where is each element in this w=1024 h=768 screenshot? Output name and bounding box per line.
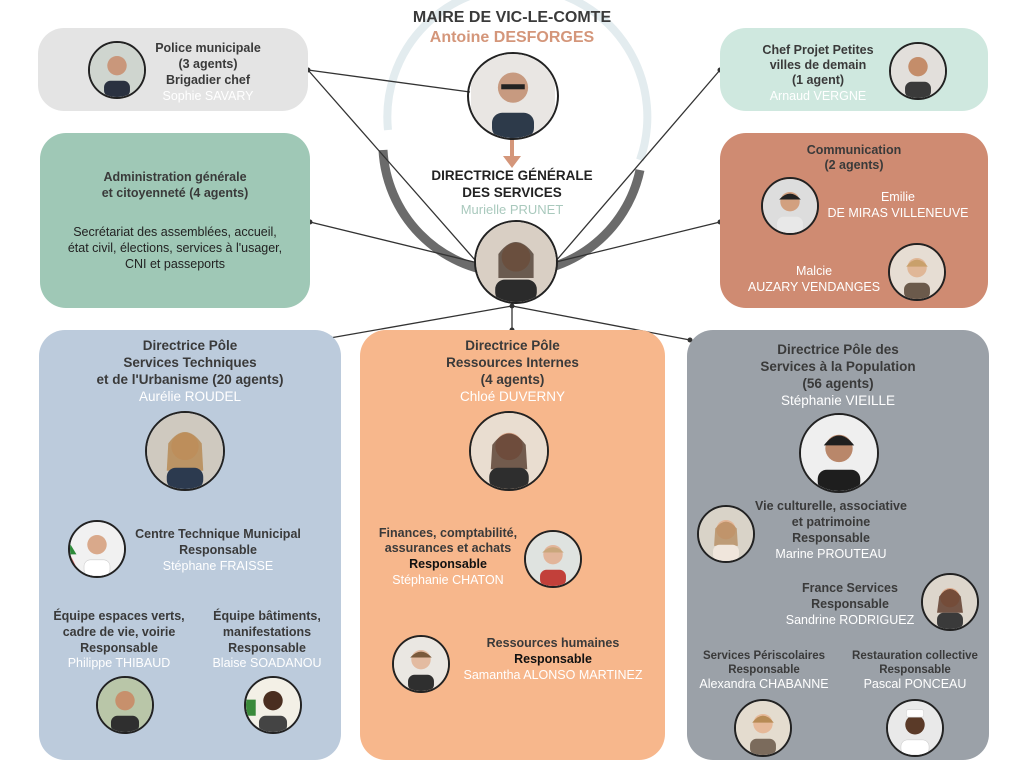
vc-line1: Vie culturelle, associative (755, 499, 907, 513)
sp-name: Alexandra CHABANNE (699, 677, 829, 691)
bat-name: Blaise SOADANOU (212, 656, 322, 670)
pop-line1: Directrice Pôle des (777, 342, 899, 357)
vc-photo (697, 505, 755, 563)
ri-photo (469, 411, 549, 491)
pop-line3: (56 agents) (802, 376, 874, 391)
police-name: Sophie SAVARY (162, 89, 254, 103)
ri-line1: Directrice Pôle (465, 338, 560, 353)
comm-person1-line2: DE MIRAS VILLENEUVE (827, 206, 969, 220)
dgs-title-line2: DES SERVICES (462, 185, 562, 200)
mayor-title: MAIRE DE VIC-LE-COMTE (412, 9, 612, 26)
sp-title: Services Périscolaires (702, 650, 826, 662)
bat-role: Responsable (228, 641, 306, 655)
rc-role: Responsable (879, 664, 951, 676)
admin-desc1: Secrétariat des assemblées, accueil, (73, 225, 277, 239)
dgs-photo (474, 220, 558, 304)
fs-name: Sandrine RODRIGUEZ (785, 613, 915, 627)
pt-line2: Services Techniques (123, 355, 257, 370)
fin-photo (524, 530, 582, 588)
fin-role: Responsable (409, 557, 487, 571)
pv-line2: villes de demain (769, 58, 867, 72)
ri-line2: Ressources Internes (446, 355, 579, 370)
rh-title: Ressources humaines (486, 636, 620, 650)
pt-line3: et de l'Urbanisme (20 agents) (96, 372, 284, 387)
ri-line3: (4 agents) (480, 372, 545, 387)
rh-role: Responsable (514, 652, 592, 666)
ev-role: Responsable (80, 641, 158, 655)
bat-photo (244, 676, 302, 734)
fs-role: Responsable (811, 597, 889, 611)
pt-name: Aurélie ROUDEL (138, 389, 242, 404)
pop-line2: Services à la Population (760, 359, 916, 374)
ev-name: Philippe THIBAUD (67, 656, 171, 670)
comm-line2: (2 agents) (824, 158, 884, 172)
comm-photo-1 (761, 177, 819, 235)
fin-line1: Finances, comptabilité, (378, 526, 518, 540)
dgs-name: Murielle PRUNET (460, 202, 564, 217)
dgs-title-line1: DIRECTRICE GÉNÉRALE (431, 168, 593, 183)
mayor-name: Antoine DESFORGES (429, 29, 595, 46)
admin-line1: Administration générale (103, 170, 247, 184)
ev-photo (96, 676, 154, 734)
comm-person2-line1: Malcie (795, 264, 833, 278)
pt-photo (145, 411, 225, 491)
rh-name: Samantha ALONSO MARTINEZ (463, 668, 643, 682)
ctm-photo (68, 520, 126, 578)
vc-role: Responsable (792, 531, 870, 545)
pv-line1: Chef Projet Petites (762, 43, 874, 57)
police-line2: (3 agents) (178, 57, 238, 71)
pv-name: Arnaud VERGNE (769, 89, 867, 103)
mayor-photo (467, 52, 559, 140)
sp-photo (734, 699, 792, 757)
fs-title: France Services (802, 581, 898, 595)
pop-name: Stéphanie VIEILLE (780, 393, 896, 408)
bat-line2: manifestations (222, 625, 312, 639)
pv-photo (889, 42, 947, 100)
comm-person2-line2: AUZARY VENDANGES (747, 280, 881, 294)
rc-title: Restauration collective (852, 650, 978, 662)
ev-line2: cadre de vie, voirie (62, 625, 176, 639)
rc-photo (886, 699, 944, 757)
comm-person1-line1: Emilie (880, 190, 916, 204)
comm-line1: Communication (806, 143, 902, 157)
administration-box (40, 133, 310, 308)
ev-line1: Équipe espaces verts, (53, 609, 185, 623)
pt-line1: Directrice Pôle (142, 338, 238, 353)
rh-photo (392, 635, 450, 693)
pop-photo (799, 413, 879, 493)
fin-name: Stéphanie CHATON (392, 573, 504, 587)
ri-name: Chloé DUVERNY (459, 389, 566, 404)
ctm-name: Stéphane FRAISSE (162, 559, 274, 573)
police-line3: Brigadier chef (165, 73, 251, 87)
vc-line2: et patrimoine (791, 515, 871, 529)
sp-role: Responsable (728, 664, 800, 676)
police-line1: Police municipale (155, 41, 261, 55)
ctm-role: Responsable (179, 543, 257, 557)
rc-name: Pascal PONCEAU (863, 677, 967, 691)
admin-desc3: CNI et passeports (124, 257, 226, 271)
ctm-title: Centre Technique Municipal (135, 527, 301, 541)
comm-photo-2 (888, 243, 946, 301)
police-box (38, 28, 308, 111)
admin-line2: et citoyenneté (4 agents) (101, 186, 249, 200)
admin-desc2: état civil, élections, services à l'usag… (67, 241, 283, 255)
fin-line2: assurances et achats (384, 541, 512, 555)
police-photo (88, 41, 146, 99)
bat-line1: Équipe bâtiments, (213, 609, 321, 623)
pv-line3: (1 agent) (791, 73, 845, 87)
fs-photo (921, 573, 979, 631)
vc-name: Marine PROUTEAU (775, 547, 887, 561)
